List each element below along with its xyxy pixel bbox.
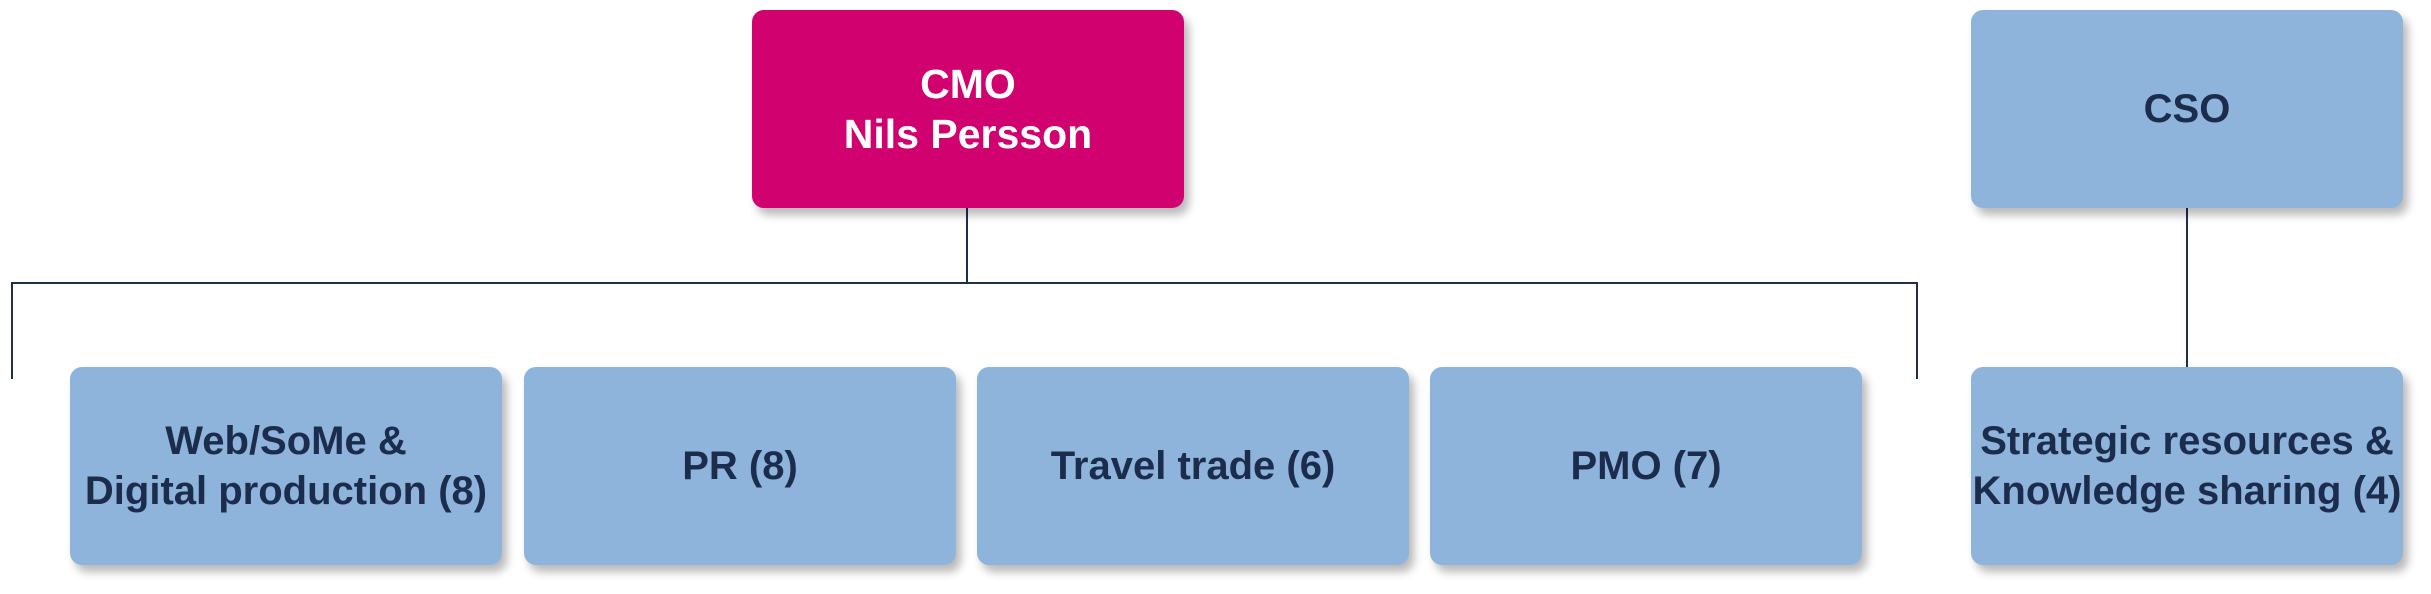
department-label-line1: Web/SoMe &	[165, 419, 407, 463]
department-box-strategic-resources[interactable]: Strategic resources & Knowledge sharing …	[1971, 367, 2403, 565]
cso-box[interactable]: CSO	[1971, 10, 2403, 208]
right-drop-connector	[1916, 282, 1918, 379]
cmo-name: Nils Persson	[843, 111, 1093, 157]
department-label: PMO (7)	[1570, 444, 1722, 488]
cmo-horizontal-connector	[11, 282, 1918, 284]
cmo-title: CMO	[920, 61, 1016, 107]
cmo-box[interactable]: CMO Nils Persson	[752, 10, 1184, 208]
department-box-pr[interactable]: PR (8)	[524, 367, 956, 565]
department-box-pmo[interactable]: PMO (7)	[1430, 367, 1862, 565]
cso-vertical-connector	[2186, 208, 2188, 368]
cmo-vertical-connector	[966, 208, 968, 283]
department-box-web-some[interactable]: Web/SoMe & Digital production (8)	[70, 367, 502, 565]
department-label-line1: Strategic resources &	[1980, 419, 2394, 463]
department-label: PR (8)	[682, 444, 798, 488]
cso-title: CSO	[2143, 87, 2231, 131]
department-box-travel-trade[interactable]: Travel trade (6)	[977, 367, 1409, 565]
left-drop-connector	[11, 282, 13, 379]
department-label-line2: Knowledge sharing (4)	[1972, 469, 2402, 513]
department-label-line2: Digital production (8)	[84, 469, 488, 513]
department-label: Travel trade (6)	[1050, 444, 1336, 488]
